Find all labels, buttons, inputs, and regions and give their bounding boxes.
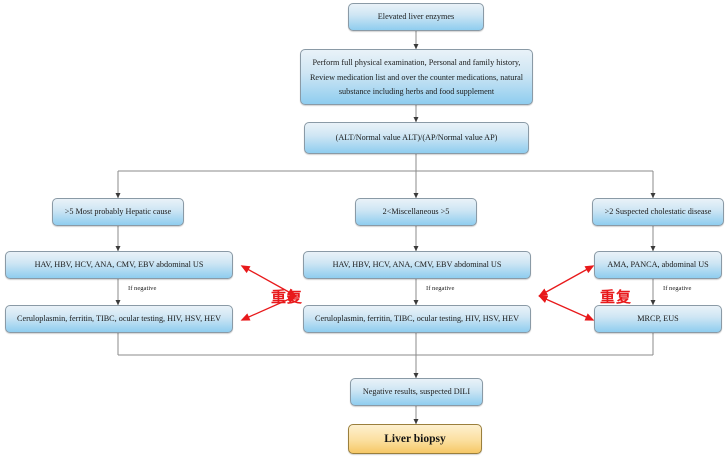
node-elevated-liver-enzymes[interactable]: Elevated liver enzymes bbox=[348, 3, 484, 31]
node-label: 2<Miscellaneous >5 bbox=[382, 206, 450, 216]
node-branch-hepatic[interactable]: >5 Most probably Hepatic cause bbox=[52, 198, 184, 226]
node-label: Elevated liver enzymes bbox=[377, 11, 455, 21]
node-liver-biopsy[interactable]: Liver biopsy bbox=[348, 424, 482, 454]
workup-line-2: Review medication list and over the coun… bbox=[309, 72, 524, 82]
node-label: Negative results, suspected DILI bbox=[362, 386, 471, 396]
node-tests-cholestatic-serology[interactable]: AMA, PANCA, abdominal US bbox=[594, 251, 722, 279]
node-label-block: Perform full physical examination, Perso… bbox=[307, 54, 526, 100]
annotation-repeat-right: 重复 bbox=[600, 286, 632, 307]
node-label: AMA, PANCA, abdominal US bbox=[607, 259, 709, 269]
node-label: >5 Most probably Hepatic cause bbox=[64, 206, 172, 216]
repeat-arrow-right-upper bbox=[538, 265, 595, 297]
edge-label-if-negative-left: If negative bbox=[128, 285, 156, 292]
node-label: MRCP, EUS bbox=[637, 313, 679, 323]
node-label: Ceruloplasmin, ferritin, TIBC, ocular te… bbox=[315, 313, 519, 323]
node-label: Liver biopsy bbox=[384, 432, 446, 445]
node-label: Ceruloplasmin, ferritin, TIBC, ocular te… bbox=[17, 313, 221, 323]
node-second-tier-hepatic[interactable]: Ceruloplasmin, ferritin, TIBC, ocular te… bbox=[5, 305, 233, 333]
node-initial-workup[interactable]: Perform full physical examination, Perso… bbox=[300, 49, 533, 105]
node-negative-results-dili[interactable]: Negative results, suspected DILI bbox=[350, 378, 483, 406]
repeat-arrow-right-lower bbox=[538, 295, 595, 321]
node-label: HAV, HBV, HCV, ANA, CMV, EBV abdominal U… bbox=[332, 259, 502, 269]
node-second-tier-misc[interactable]: Ceruloplasmin, ferritin, TIBC, ocular te… bbox=[303, 305, 531, 333]
workup-line-3: substance including herbs and food suppl… bbox=[338, 87, 495, 97]
annotation-text: 重复 bbox=[600, 288, 633, 306]
node-tests-misc-serology[interactable]: HAV, HBV, HCV, ANA, CMV, EBV abdominal U… bbox=[303, 251, 531, 279]
node-branch-miscellaneous[interactable]: 2<Miscellaneous >5 bbox=[355, 198, 477, 226]
node-label: (ALT/Normal value ALT)/(AP/Normal value … bbox=[335, 132, 498, 142]
annotation-repeat-left: 重复 bbox=[271, 286, 303, 307]
node-label: HAV, HBV, HCV, ANA, CMV, EBV abdominal U… bbox=[34, 259, 204, 269]
node-label: >2 Suspected cholestatic disease bbox=[604, 206, 712, 216]
workup-line-1: Perform full physical examination, Perso… bbox=[312, 58, 521, 68]
node-branch-cholestatic[interactable]: >2 Suspected cholestatic disease bbox=[592, 198, 724, 226]
node-second-tier-cholestatic[interactable]: MRCP, EUS bbox=[594, 305, 722, 333]
annotation-text: 重复 bbox=[271, 288, 304, 306]
edge-label-text: If negative bbox=[663, 285, 692, 292]
node-r-ratio-formula[interactable]: (ALT/Normal value ALT)/(AP/Normal value … bbox=[304, 122, 529, 154]
edge-label-if-negative-right: If negative bbox=[663, 285, 691, 292]
edge-label-text: If negative bbox=[426, 285, 455, 292]
edge-label-if-negative-middle: If negative bbox=[426, 285, 454, 292]
node-tests-hepatic-serology[interactable]: HAV, HBV, HCV, ANA, CMV, EBV abdominal U… bbox=[5, 251, 233, 279]
edge-label-text: If negative bbox=[128, 285, 157, 292]
